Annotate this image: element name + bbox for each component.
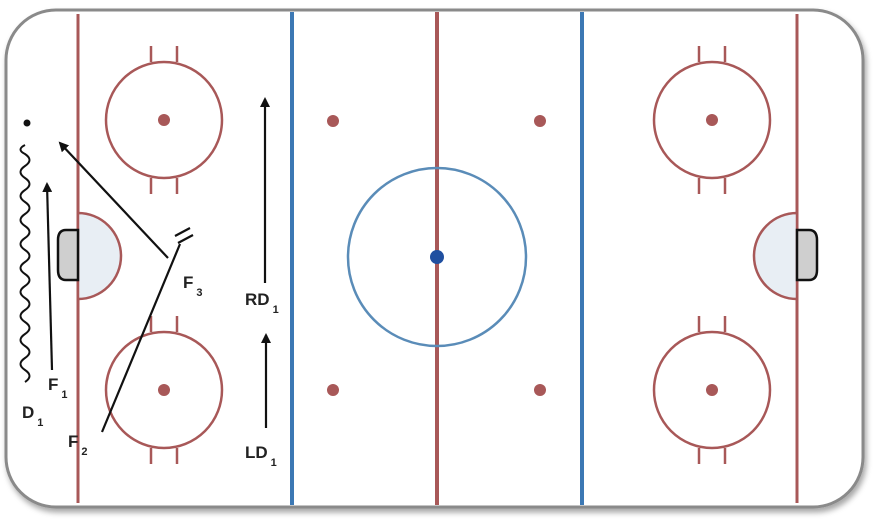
player-label-f1: F1 [48,375,68,401]
faceoff-circle-top-right [652,46,772,194]
player-label-rd1: RD1 [245,290,279,316]
neutral-dot [534,384,546,396]
goal-crease-left [76,211,123,301]
center-circle [346,166,528,348]
puck [23,119,31,127]
stop-mark [177,234,194,244]
neutral-dot [327,115,339,127]
neutral-dot [534,115,546,127]
neutral-dot [327,384,339,396]
stop-mark [174,227,191,237]
goal-net-right [795,228,819,282]
player-label-f2: F2 [68,432,88,458]
faceoff-circle-top-left [104,46,224,194]
player-label-ld1: LD1 [245,443,277,469]
center-faceoff-dot [430,250,444,264]
faceoff-circle-bottom-left [104,316,224,464]
f2-path-line [100,243,182,433]
d1-skating-path [19,144,31,383]
f1-skating-arrow [42,182,54,371]
f3-pass-arrow [58,141,169,259]
player-label-f3: F3 [183,273,203,299]
goal-crease-right [752,211,799,301]
goal-net-left [56,228,80,282]
faceoff-circle-bottom-right [652,316,772,464]
player-label-d1: D1 [22,403,43,429]
